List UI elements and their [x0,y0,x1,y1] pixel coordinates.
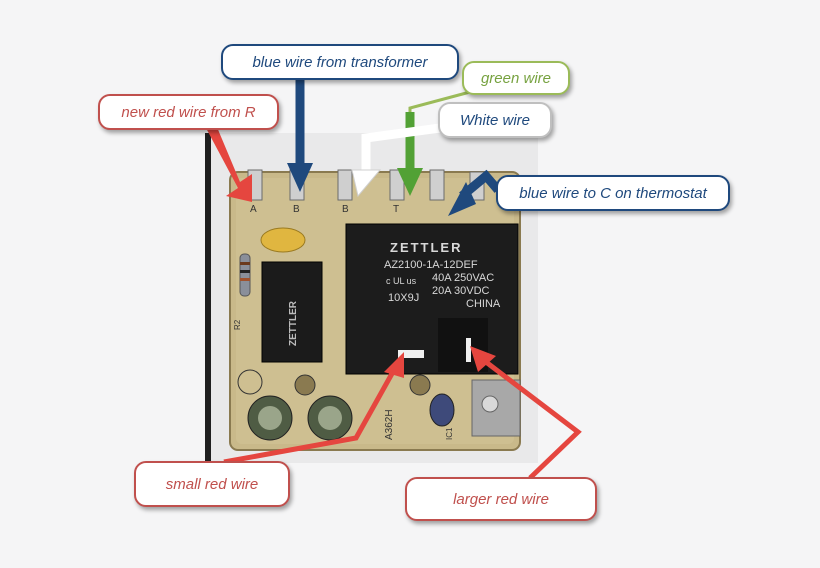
terminal-label-t: T [393,204,399,215]
board-ic1: IC1 [445,427,454,440]
relay-rating-1: 40A 250VAC [432,272,494,284]
relay-country: CHINA [466,298,501,310]
callout-blue-wire-c: blue wire to C on thermostat [496,175,730,211]
callout-blue-wire-transformer: blue wire from transformer [221,44,459,80]
larger-red-wire-connector [466,338,471,362]
callout-white-wire: White wire [438,102,552,138]
solder-pad [237,369,263,395]
white-arrow [351,169,382,198]
small-red-wire-connector [398,350,424,358]
terminal-label-b2: B [342,204,349,215]
relay-marks: c UL us [386,276,417,286]
board-part-marking: A362H [384,409,395,440]
small-relay-brand: ZETTLER [288,300,299,346]
capacitor-blue [429,393,455,427]
green-arrow [397,168,423,196]
blue-arrow-transformer [287,163,313,192]
red-arrow-r [206,120,252,202]
terminal-label-b: B [293,204,300,215]
small-relay [261,261,323,363]
red-arrow-small [384,352,404,378]
callout-small-red-wire: small red wire [134,461,290,507]
red-arrow-large [470,346,496,372]
relay-rating-2: 20A 30VDC [432,285,490,297]
relay-code: 10X9J [388,292,419,304]
blue-arrow-c [448,182,476,216]
relay-model: AZ2100-1A-12DEF [384,259,478,271]
resistor [239,253,251,297]
callout-larger-red-wire: larger red wire [405,477,597,521]
large-relay [345,223,519,375]
photo-shadow-edge [205,133,211,463]
board-r2: R2 [233,319,242,330]
yellow-capacitor [260,227,306,253]
relay-brand: ZETTLER [390,240,463,255]
terminal-label-a: A [250,204,257,215]
callout-new-red-wire: new red wire from R [98,94,279,130]
callout-green-wire: green wire [462,61,570,95]
